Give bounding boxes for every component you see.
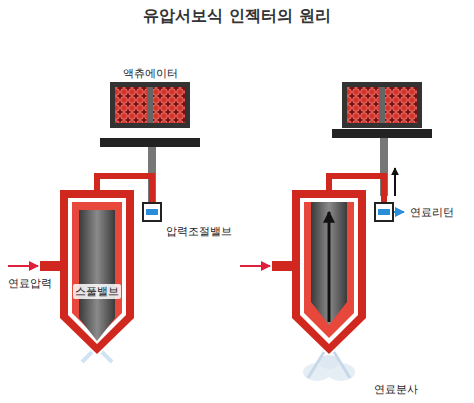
spool-label: 스풀밸브 — [73, 284, 121, 299]
spray-label: 연료분사 — [372, 382, 420, 397]
return-label: 연료리턴 — [408, 205, 456, 220]
injector-closed — [8, 82, 200, 362]
inlet-label: 연료압력 — [6, 276, 54, 291]
actuator-label: 액츄에이터 — [121, 66, 180, 81]
valve-label: 압력조절밸브 — [164, 224, 234, 239]
injector-open — [240, 82, 432, 381]
diagram-title: 유압서보식 인젝터의 원리 — [143, 6, 330, 27]
